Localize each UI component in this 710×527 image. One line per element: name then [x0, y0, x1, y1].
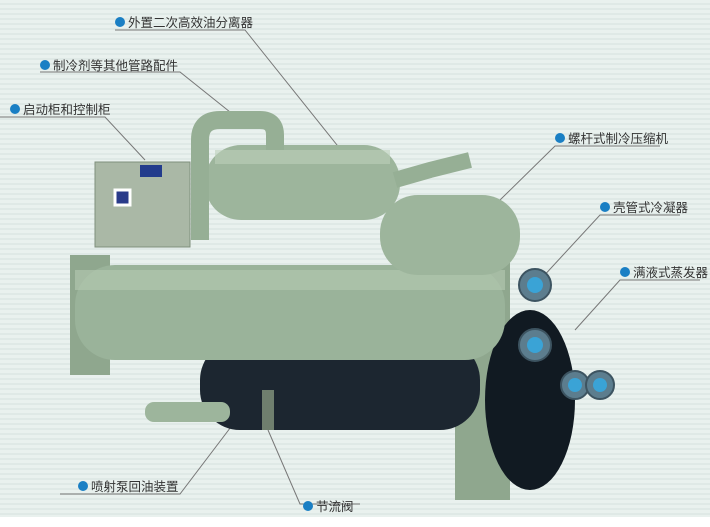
- bullet-icon: [10, 103, 20, 114]
- callout-text: 壳管式冷凝器: [613, 200, 689, 215]
- callout-compressor: 螺杆式制冷压缩机: [555, 128, 668, 147]
- callout-condenser: 壳管式冷凝器: [600, 197, 688, 216]
- callout-text: 节流阀: [316, 499, 354, 514]
- bullet-icon: [40, 59, 50, 70]
- bullet-icon: [620, 266, 630, 277]
- callout-oil-return: 喷射泵回油装置: [78, 476, 179, 495]
- callout-oil-separator: 外置二次高效油分离器: [115, 12, 253, 31]
- bullet-icon: [555, 132, 565, 143]
- callout-evaporator: 满液式蒸发器: [620, 262, 708, 281]
- callout-text: 满液式蒸发器: [633, 265, 709, 280]
- callout-text: 螺杆式制冷压缩机: [568, 131, 669, 146]
- bullet-icon: [600, 201, 610, 212]
- callout-control-cabinet: 启动柜和控制柜: [10, 99, 111, 118]
- callout-text: 外置二次高效油分离器: [128, 15, 254, 30]
- callout-text: 喷射泵回油装置: [91, 479, 179, 494]
- callout-piping: 制冷剂等其他管路配件: [40, 55, 178, 74]
- callout-text: 启动柜和控制柜: [23, 102, 111, 117]
- bottom-border: [0, 517, 710, 527]
- bullet-icon: [115, 16, 125, 27]
- callout-text: 制冷剂等其他管路配件: [53, 58, 179, 73]
- bullet-icon: [303, 500, 313, 511]
- bullet-icon: [78, 480, 88, 491]
- callout-throttle-valve: 节流阀: [303, 496, 354, 515]
- leader-lines: [0, 29, 700, 505]
